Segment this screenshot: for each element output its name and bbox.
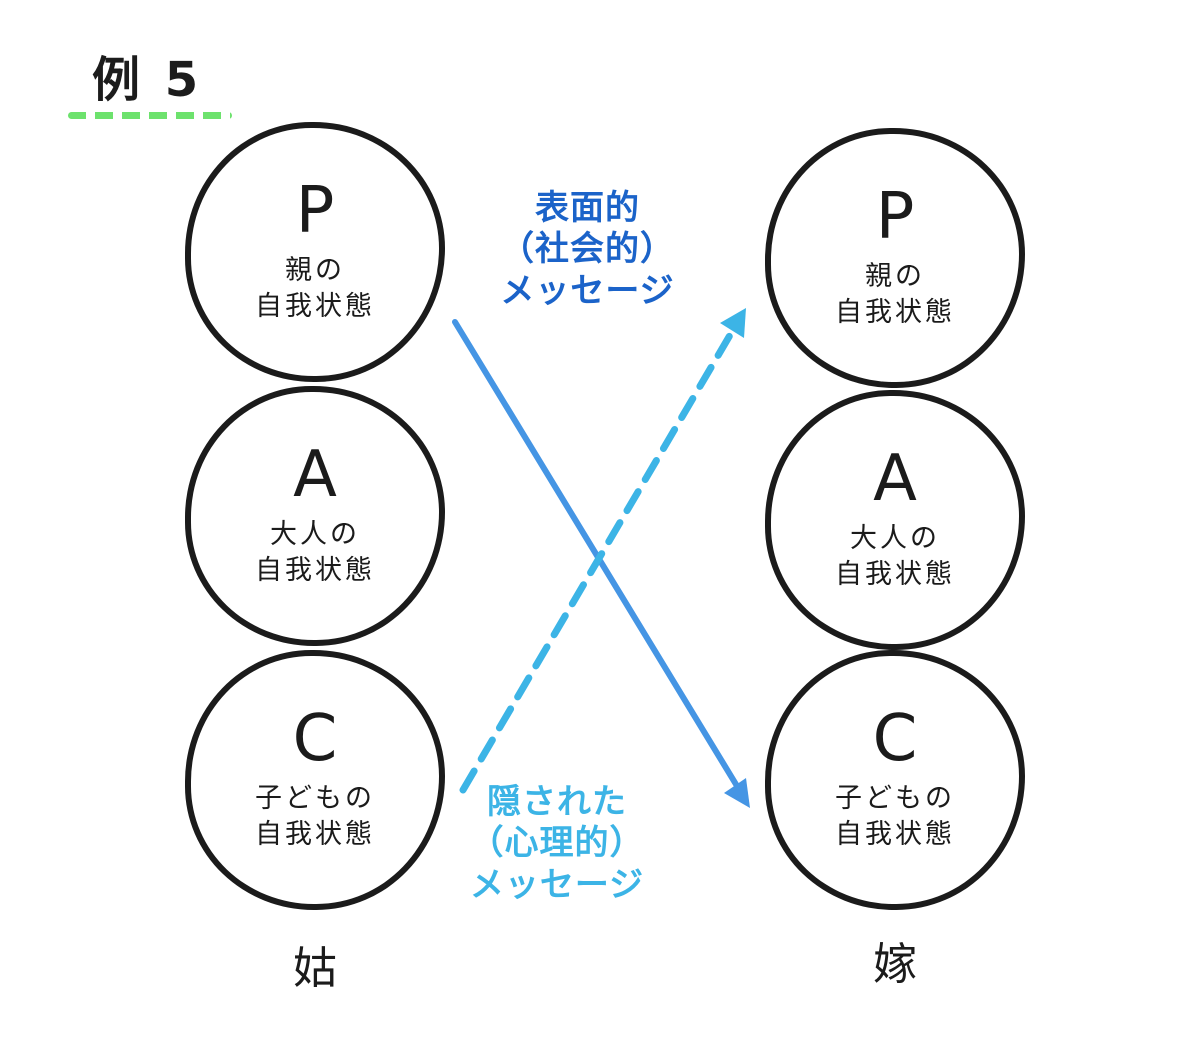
social-message-label-line1: 表面的 — [535, 188, 640, 228]
ego-circle-right-adult: A 大人の 自我状態 — [765, 390, 1025, 650]
ego-letter-adult: A — [293, 437, 337, 512]
ego-letter-child: C — [872, 701, 918, 776]
ego-label-line1: 子どもの — [255, 782, 375, 814]
ego-label-line1: 大人の — [270, 518, 360, 550]
ego-letter-parent: P — [295, 173, 335, 248]
ego-label-line1: 子どもの — [835, 782, 955, 814]
social-message-arrowhead-icon — [724, 778, 750, 808]
psychological-message-arrowhead-icon — [720, 308, 746, 338]
ego-label-line2: 自我状態 — [255, 819, 375, 850]
ego-circle-left-adult: A 大人の 自我状態 — [185, 386, 445, 646]
ego-circle-right-parent: P 親の 自我状態 — [765, 128, 1025, 388]
person-label-daughter-in-law: 嫁 — [873, 939, 917, 990]
title-underline — [68, 112, 232, 119]
ego-label-line2: 自我状態 — [835, 297, 955, 328]
ego-letter-parent: P — [875, 179, 915, 254]
social-message-arrow-line — [452, 319, 740, 789]
ego-label-line1: 親の — [865, 260, 925, 292]
ego-label-line1: 大人の — [850, 522, 940, 554]
ego-label-line1: 親の — [285, 254, 345, 286]
social-message-label-line3: メッセージ — [500, 270, 675, 311]
ego-letter-adult: A — [873, 441, 917, 516]
ego-label-line2: 自我状態 — [255, 291, 375, 322]
diagram-title: 例 5 — [92, 52, 203, 108]
ego-circle-right-child: C 子どもの 自我状態 — [765, 650, 1025, 910]
ego-label-line2: 自我状態 — [255, 555, 375, 586]
psychological-message-label-line3: メッセージ — [469, 864, 645, 905]
ego-circle-left-parent: P 親の 自我状態 — [185, 122, 445, 382]
social-message-label-line2: （社会的） — [500, 229, 675, 270]
psychological-message-arrow-line — [459, 326, 737, 794]
person-label-mother-in-law: 姑 — [293, 943, 337, 994]
ego-label-line2: 自我状態 — [835, 559, 955, 590]
ego-circle-left-child: C 子どもの 自我状態 — [185, 650, 445, 910]
psychological-message-label-line2: （心理的） — [469, 823, 645, 864]
ego-label-line2: 自我状態 — [835, 819, 955, 850]
psychological-message-label: 隠された （心理的） メッセージ — [428, 782, 686, 906]
ego-letter-child: C — [292, 701, 338, 776]
psychological-message-label-line1: 隠された — [487, 782, 627, 822]
social-message-label: 表面的 （社会的） メッセージ — [445, 188, 730, 312]
